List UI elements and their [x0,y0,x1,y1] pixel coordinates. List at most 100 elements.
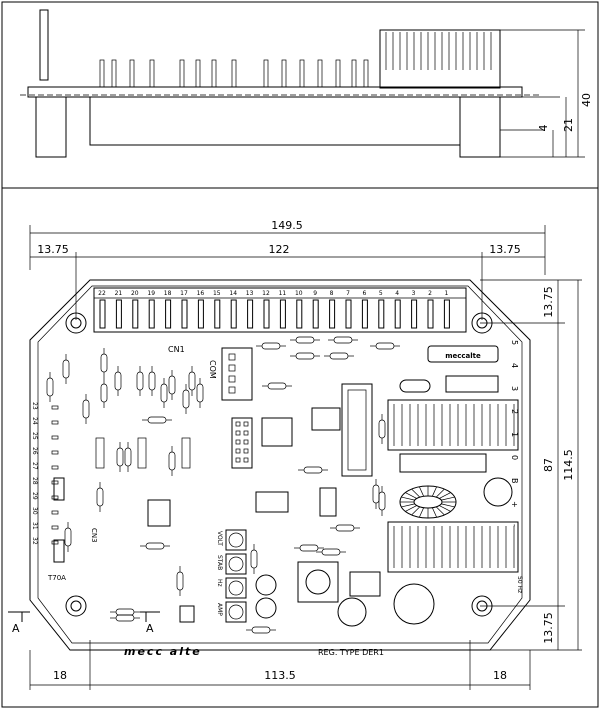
left-terminal-label: 28 [31,477,38,485]
right-terminal-label: 2 [510,409,519,414]
side-pin [351,59,357,88]
right-terminal-label: 4 [510,363,519,368]
ic-dip [147,499,171,527]
trimpot-label: AMP [216,603,223,616]
resistor [333,336,353,344]
terminal-label: 21 [115,290,123,297]
terminal-label: 14 [229,290,237,297]
ic-qfp-1 [261,417,293,447]
dim-right-87: 87 [542,458,555,472]
terminal-screw [443,299,450,329]
resistor [378,491,386,511]
terminal-label: 4 [395,290,399,297]
terminal-label: 5 [379,290,383,297]
left-terminal-label: 30 [31,507,38,515]
side-body [89,96,461,146]
left-terminal-label: 31 [31,522,38,530]
dim-bottom-18-left: 18 [53,669,67,682]
side-pin [129,59,135,88]
crystal [399,379,431,393]
terminal-screw [361,299,368,329]
resistor [250,549,258,569]
transformer [297,561,339,603]
relay-block [399,453,487,473]
resistor [335,524,355,532]
terminal-label: 22 [98,290,106,297]
dim-side-21: 21 [562,118,575,132]
terminal-screw [214,299,221,329]
terminal-screw [132,299,139,329]
trimpot [225,529,247,551]
ic-small [179,605,195,623]
resistor [295,352,315,360]
resistor [329,352,349,360]
resistor [116,447,124,467]
terminal-screw [411,299,418,329]
terminal-screw [394,299,401,329]
side-pin [99,59,105,88]
resistor [100,383,108,403]
terminal-screw [312,299,319,329]
left-terminal-pad [51,465,59,470]
dim-right-13-75-bottom: 13.75 [542,612,555,644]
resistor [182,389,190,409]
diode [181,437,191,469]
relay-small [349,571,381,597]
pin-header-pins [235,421,249,463]
left-terminal-label: 23 [31,402,38,410]
resistors [46,336,400,634]
trimpot-label: Hz [216,579,223,587]
board-type: REG. TYPE DER1 [318,648,384,657]
right-terminal-label: 3 [510,386,519,391]
terminal-label: 20 [131,290,139,297]
heatsink-upper [387,399,519,451]
jumper-2 [53,539,65,563]
bottom-dimensions: 18 113.5 18 [29,640,531,690]
terminal-label: 2 [428,290,432,297]
terminal-screw [378,299,385,329]
side-pin [111,59,117,88]
terminal-screw [345,299,352,329]
heatsink-fins [385,32,492,70]
resistor [136,371,144,391]
side-pin [317,59,323,88]
trimpot-label: VOLT [216,531,223,546]
terminal-label: 18 [164,290,172,297]
resistor [114,371,122,391]
com-connector-pins [228,353,236,394]
terminal-screw [230,299,237,329]
resistor [115,614,135,622]
resistor [62,359,70,379]
capacitor-b [255,597,277,619]
side-connector-pins [99,59,369,88]
resistor [124,447,132,467]
resistor [321,548,341,556]
resistor [176,571,184,591]
top-dimensions: 149.5 13.75 122 13.75 [29,219,546,320]
side-pin [231,59,237,88]
terminal-screw [115,299,122,329]
left-terminal-pad [51,480,59,485]
board-brand: mecc alte [124,645,202,658]
terminal-screw [181,299,188,329]
resistor [168,451,176,471]
side-pin [263,59,269,88]
left-terminal-pad [51,510,59,515]
right-terminal-label: - [510,524,519,527]
trimpot [225,601,247,623]
left-terminal-label: 32 [31,537,38,545]
resistor [303,466,323,474]
terminal-screw [279,299,286,329]
terminal-label: 12 [262,290,270,297]
left-terminal-label: 26 [31,447,38,455]
terminal-screw [99,299,106,329]
terminal-label: 3 [412,290,416,297]
right-dimensions: 13.75 87 114.5 13.75 [480,279,582,651]
side-heatsink [379,29,501,89]
side-pin [149,59,155,88]
left-terminal-pad [51,420,59,425]
